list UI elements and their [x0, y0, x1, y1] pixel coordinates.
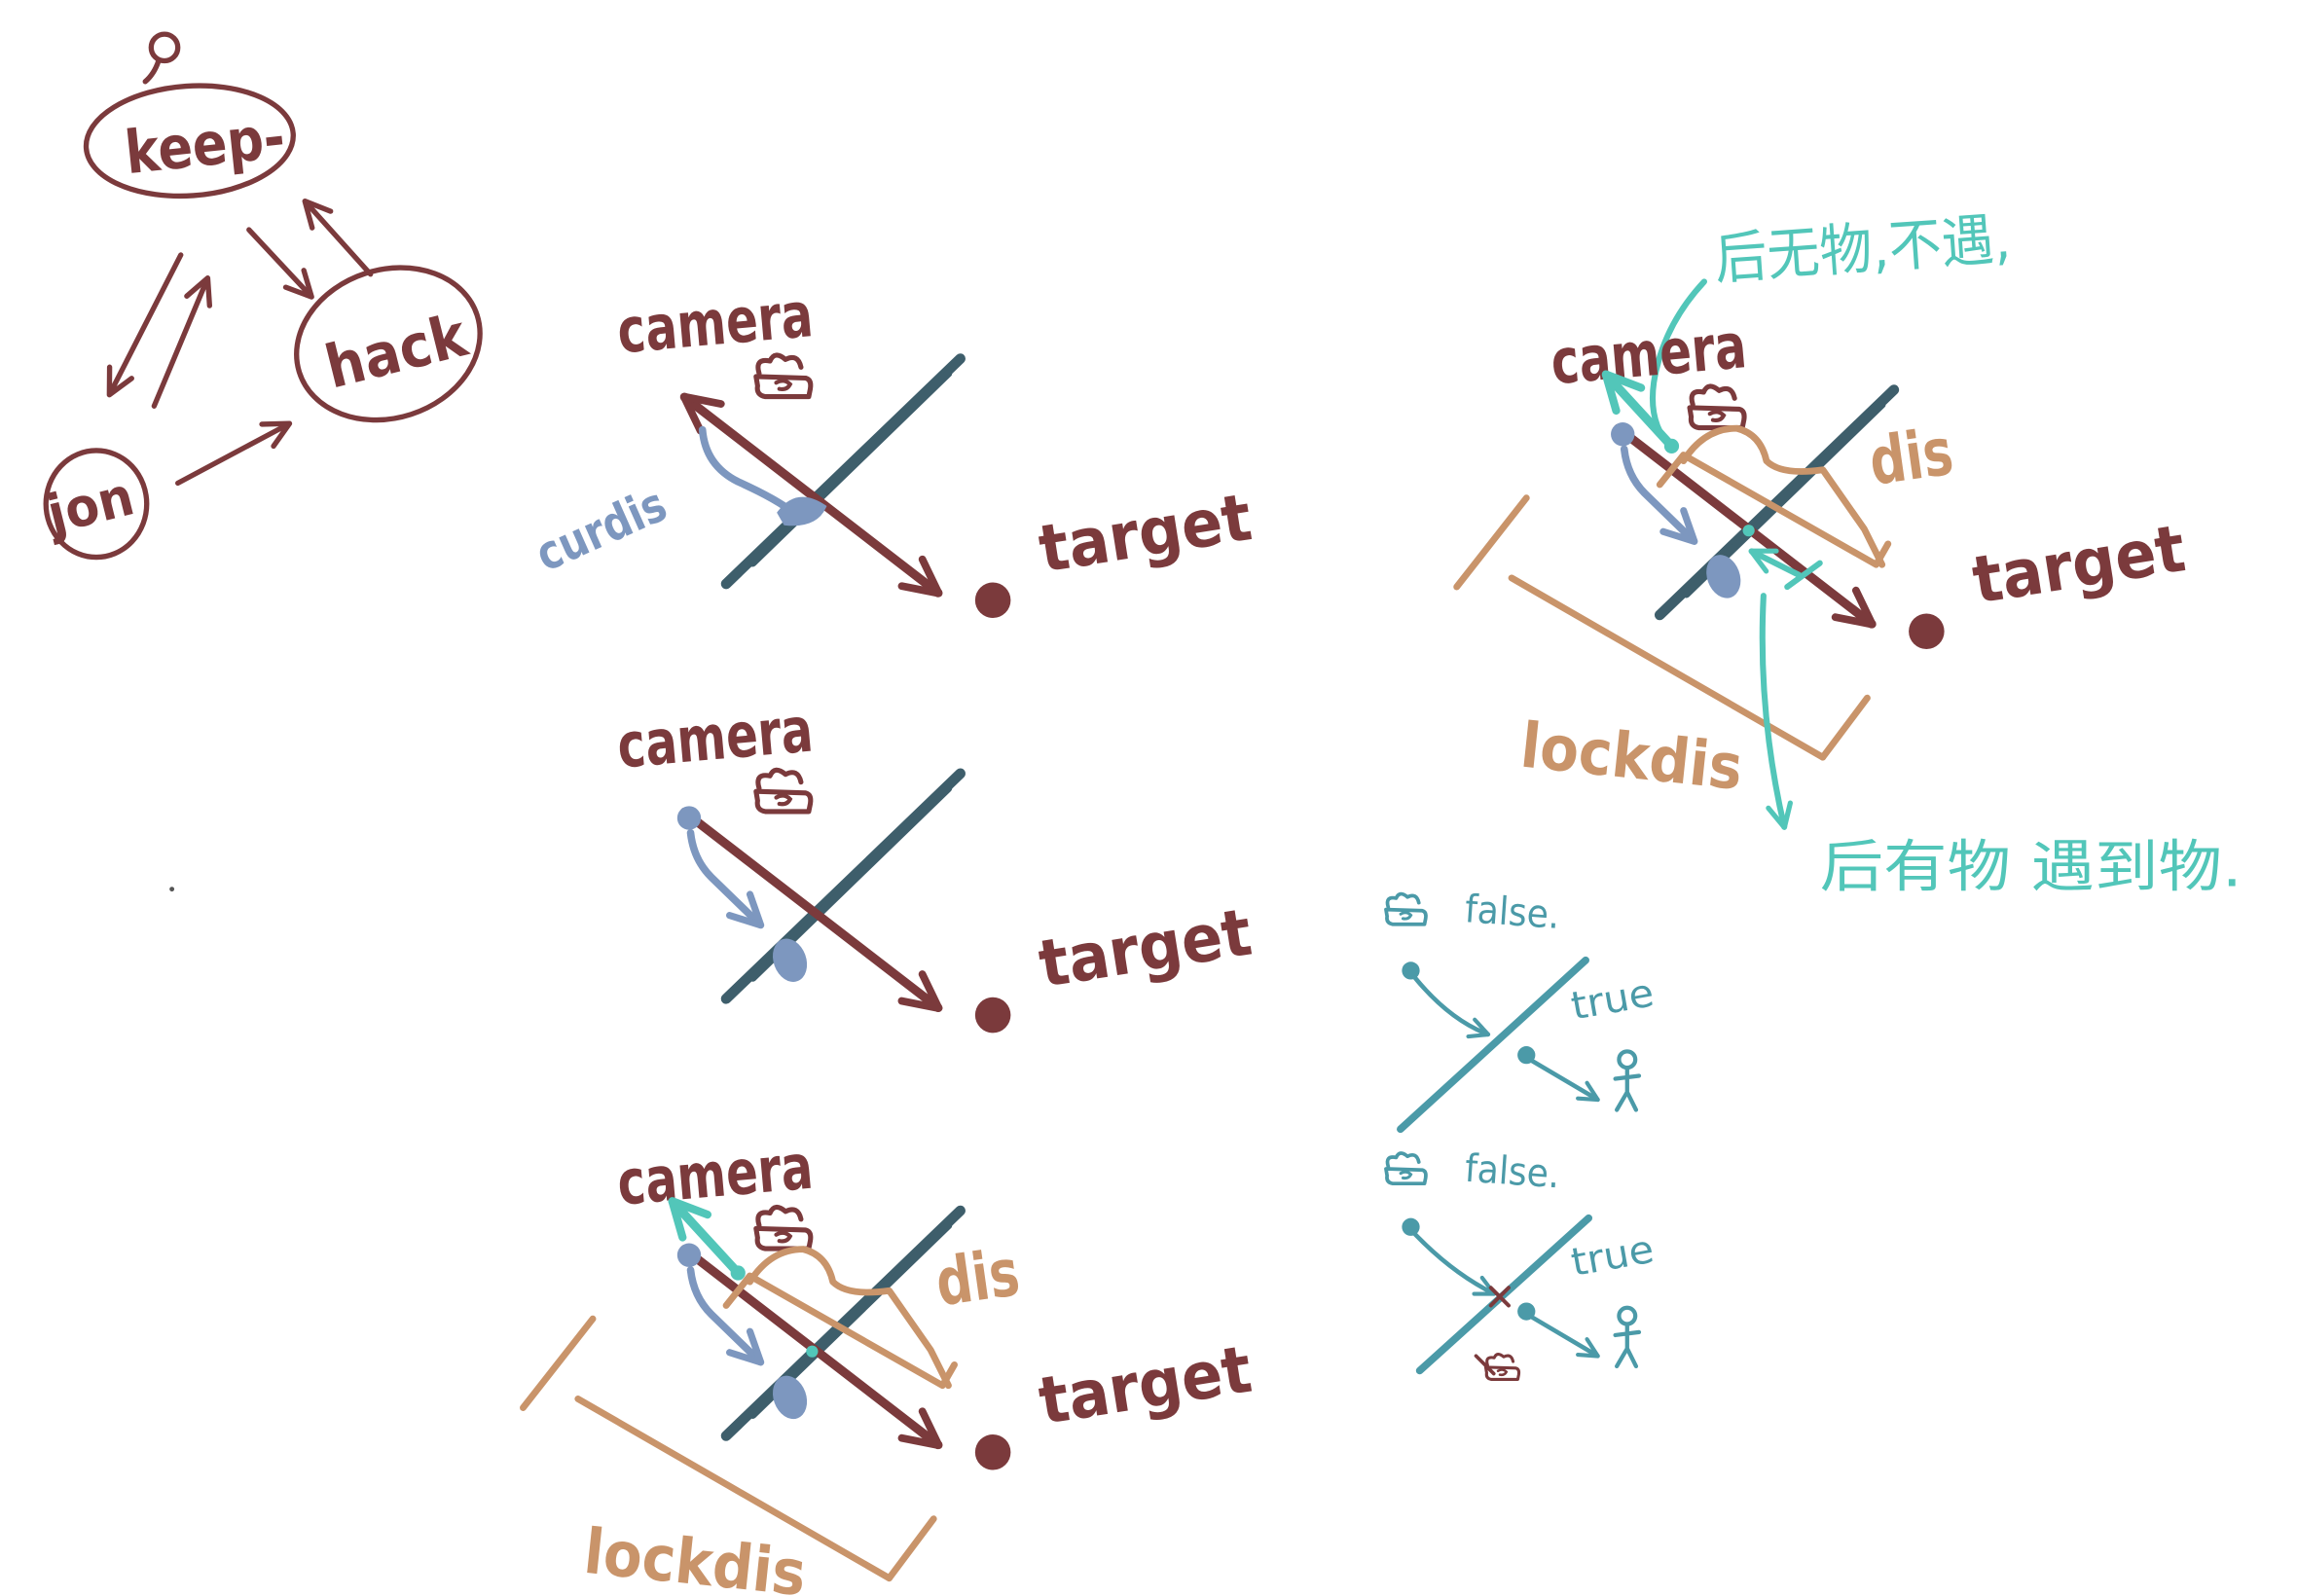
- camera-label: camera: [1549, 310, 1750, 399]
- target-dot: [974, 582, 1011, 619]
- camera-pullback-arrow: [668, 1197, 743, 1278]
- camera-icon: [1384, 891, 1428, 926]
- state-jon-outline: [43, 448, 150, 561]
- ray-to-person-arrow: [1530, 1058, 1600, 1103]
- curdis-curve: [698, 425, 789, 511]
- wall-hit-point: [772, 938, 808, 982]
- lockdis-label: lockdis: [1517, 710, 1746, 805]
- target-label: target: [1034, 479, 1257, 587]
- pullback-start-point: [1663, 438, 1680, 453]
- curdis-label: curdis: [528, 478, 675, 583]
- camera-move-arrow: [1620, 445, 1698, 545]
- true-label: true: [1568, 970, 1658, 1029]
- camera-point: [1402, 961, 1420, 980]
- ray-to-wall-arrow: [1412, 1232, 1497, 1296]
- start-node-icon: [148, 31, 181, 64]
- panel-hit-wall: camera target: [614, 694, 1257, 1034]
- arrow-keep-to-jon: [106, 252, 184, 398]
- dis-bracket: [722, 1246, 958, 1390]
- arrow-hack-to-keep: [302, 198, 374, 277]
- target-label: target: [1034, 1331, 1257, 1439]
- wall-hit-point: [772, 1375, 808, 1420]
- state-keep-outline: [83, 83, 296, 200]
- ray-to-wall-arrow: [1412, 975, 1491, 1039]
- person-icon: [1616, 1308, 1639, 1366]
- blocked-x-mark: [1488, 1286, 1511, 1308]
- dis-label: dis: [1865, 414, 1957, 500]
- note-no-object: 后无物,不遇,: [1712, 205, 2013, 292]
- camera-icon: [756, 770, 811, 812]
- camera-icon: [756, 355, 811, 397]
- camera-label: camera: [614, 279, 816, 368]
- arrow-jon-to-keep: [151, 275, 213, 409]
- camera-icon: [1690, 386, 1744, 428]
- behind-wall-marker: [1784, 560, 1823, 591]
- blocked-camera-icon: [1483, 1352, 1521, 1382]
- note-has-object-pointer: [1759, 593, 1793, 830]
- state-hack-label: hack: [319, 301, 475, 403]
- panel-annotated-body: camera dis lockdis: [1453, 310, 2190, 805]
- lockdis-label: lockdis: [581, 1516, 810, 1596]
- start-connector: [142, 57, 162, 85]
- state-keep-label: keep-: [122, 102, 288, 188]
- false-label: false.: [1464, 1146, 1561, 1198]
- wall-hit-mark: [777, 496, 827, 526]
- wall-hit-point: [1706, 555, 1741, 598]
- camera-move-arrow: [686, 1266, 765, 1366]
- camera-point: [676, 1243, 702, 1267]
- note-has-object: 后有物 遇到物.: [1820, 834, 2242, 900]
- behind-wall-arrow: [1748, 548, 1803, 578]
- panel-curdis: camera curdis target: [528, 279, 1257, 619]
- camera-point: [676, 806, 702, 830]
- target-label: target: [1034, 894, 1257, 1002]
- ray-to-person-arrow: [1530, 1315, 1600, 1359]
- state-hack-outline: [294, 265, 483, 423]
- camera-point: [1611, 422, 1635, 447]
- case-blocked: false. true: [1384, 1146, 1658, 1382]
- wall-cross-point: [1742, 525, 1755, 537]
- camera-label: camera: [614, 1132, 816, 1220]
- pullback-start-point: [730, 1265, 746, 1281]
- camera-to-target-arrow: [679, 807, 943, 1013]
- camera-pullback-arrow: [1601, 370, 1677, 451]
- dis-label: dis: [931, 1234, 1024, 1321]
- camera-point: [1402, 1217, 1420, 1236]
- wall: [1397, 956, 1589, 1134]
- case-open: false. true: [1384, 887, 1658, 1134]
- person-icon: [1616, 1051, 1639, 1109]
- camera-icon: [756, 1207, 811, 1249]
- target-dot: [974, 1433, 1011, 1470]
- dis-bracket: [1656, 424, 1892, 568]
- target-label: target: [1967, 510, 2190, 618]
- panel-lockdis: camera dis lockdis target: [520, 1132, 1257, 1596]
- panel-annotated: 后无物,不遇, camera dis: [1453, 205, 2242, 900]
- arrow-jon-to-hack: [175, 420, 293, 487]
- camera-move-arrow: [686, 828, 765, 929]
- target-dot: [1909, 613, 1945, 649]
- camera-icon: [1384, 1151, 1428, 1186]
- arrow-keep-to-hack: [246, 227, 314, 300]
- lockdis-bracket: [520, 1315, 937, 1582]
- stray-dot: [169, 887, 175, 892]
- true-label: true: [1568, 1227, 1658, 1286]
- state-diagram: keep- hack jon: [40, 31, 483, 561]
- lockdis-bracket: [1453, 494, 1871, 761]
- camera-label: camera: [614, 694, 816, 782]
- camera-to-target-arrow: [679, 392, 943, 598]
- wall-cross-point: [806, 1345, 819, 1358]
- blocked-camera-slash: [1474, 1354, 1496, 1376]
- false-label: false.: [1464, 887, 1561, 938]
- target-dot: [974, 997, 1011, 1034]
